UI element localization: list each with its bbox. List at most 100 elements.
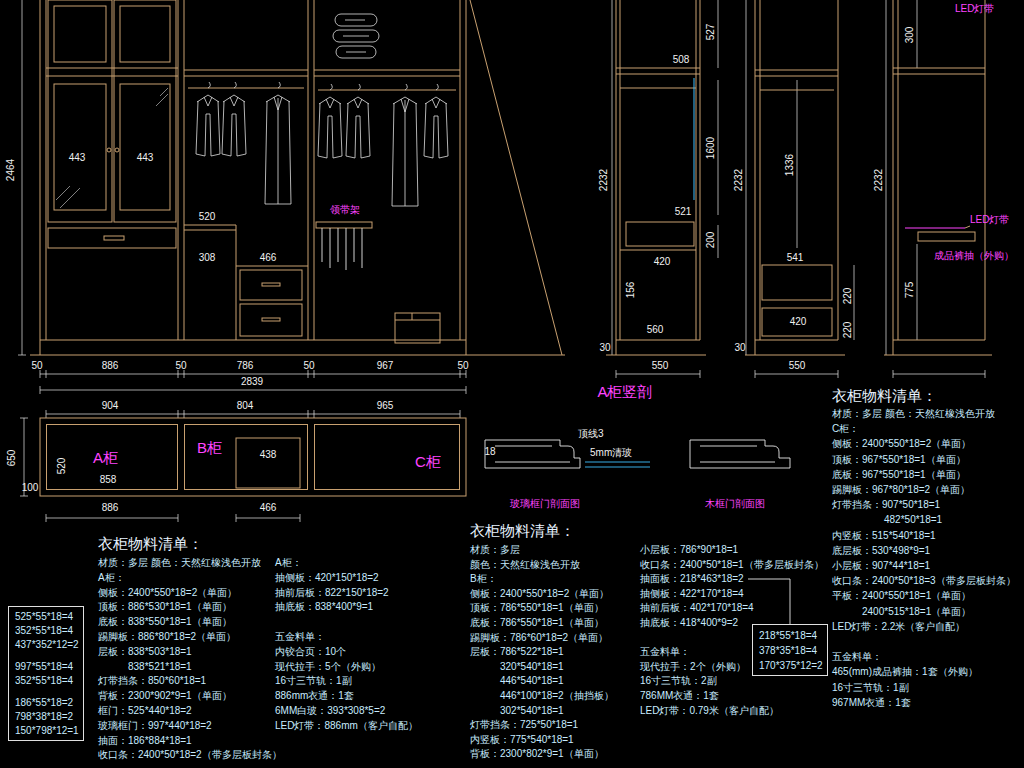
cut-list-line: 踢脚板：786*60*18=2（单面） xyxy=(470,632,608,644)
annotation-label: 玻璃框门剖面图 xyxy=(510,498,580,510)
cut-list-line: 798*38*18=2 xyxy=(15,711,73,723)
dimension-text: 18 xyxy=(484,446,495,458)
dimension-text: 156 xyxy=(625,282,637,299)
annotation-label: 成品裤抽（外购） xyxy=(934,250,1014,262)
cut-list-line: 踢脚板：967*80*18=2（单面） xyxy=(832,484,970,496)
cut-list-line: 838*521*18=1 xyxy=(128,661,192,673)
cut-list-line: 小层板：907*44*18=1 xyxy=(832,560,930,572)
cut-list-line: LED灯带：0.79米（客户自配） xyxy=(640,705,779,717)
cut-list-line: 颜色：天然红橡浅色开放 xyxy=(470,559,580,571)
cabinet-name: A柜 xyxy=(93,449,118,466)
dimension-text: 2232 xyxy=(733,169,745,191)
cut-list-line: 平板：2400*550*18=1（单面） xyxy=(832,590,971,602)
cut-list-line: 886mm衣通：1套 xyxy=(275,690,354,702)
cut-list-line: 抽底板：418*400*9=2 xyxy=(640,617,738,629)
cabinet-plan-box: B柜 xyxy=(184,424,308,490)
cut-list-line: 踢脚板：886*80*18=2（单面） xyxy=(98,631,236,643)
list-title: 衣柜物料清单： xyxy=(832,387,937,404)
cut-list-line: 五金料单： xyxy=(640,646,690,658)
cut-list-line: 446*540*18=1 xyxy=(500,675,564,687)
cabinet-plan-box: A柜 xyxy=(46,424,178,490)
dimension-text: 521 xyxy=(675,206,692,218)
dimension-text: 886 xyxy=(102,502,119,514)
dimension-text: 508 xyxy=(673,54,690,66)
cut-list-line: 材质：多层 颜色：天然红橡浅色开放 xyxy=(832,408,995,420)
cut-list-line: 内竖板：515*540*18=1 xyxy=(832,530,936,542)
dimension-lines xyxy=(18,0,985,522)
cut-list-line: 收口条：2400*50*18=1（带多层板封条） xyxy=(640,559,824,571)
cut-list-line: 465(mm)成品裤抽：1套（外购） xyxy=(832,666,978,678)
dimension-text: 527 xyxy=(705,24,717,41)
dimension-text: 550 xyxy=(789,360,806,372)
cut-list-line: 302*540*18=1 xyxy=(500,705,564,717)
cut-list-line: 底层板：530*498*9=1 xyxy=(832,545,930,557)
cut-list-line: LED灯带：2.2米（客户自配） xyxy=(832,621,965,633)
cut-list-line: LED灯带：886mm（客户自配） xyxy=(275,720,418,732)
dimension-text: 2232 xyxy=(598,169,610,191)
cut-list-line: 186*55*18=2 xyxy=(15,697,73,709)
cut-list-line: 446*100*18=2（抽挡板） xyxy=(500,690,614,702)
cut-list-line: 玻璃框门：997*440*18=2 xyxy=(98,720,212,732)
dimension-text: 30 xyxy=(599,342,610,354)
cut-list-line: 层板：786*522*18=1 xyxy=(470,646,564,658)
dimension-text: 50 xyxy=(303,360,314,372)
section-note: 5mm清玻 xyxy=(590,447,632,459)
cut-list-line: 320*540*18=1 xyxy=(500,661,564,673)
cut-list-line: A柜： xyxy=(98,572,125,584)
dimension-text: 965 xyxy=(377,400,394,412)
dimension-text: 200 xyxy=(705,232,717,249)
dimension-text: 420 xyxy=(790,316,807,328)
dimension-text: 967 xyxy=(377,360,394,372)
cut-list-line: C柜： xyxy=(832,423,859,435)
dimension-text: 2232 xyxy=(873,169,885,191)
cut-list-line: 五金料单： xyxy=(275,631,325,643)
annotation-label: 木框门剖面图 xyxy=(705,498,765,510)
cut-list-line: 997*55*18=4 xyxy=(15,661,73,673)
coat-figure xyxy=(392,84,418,206)
dimension-text: 1600 xyxy=(705,137,717,159)
shirt-figure xyxy=(222,82,246,156)
dimension-text: 1336 xyxy=(784,154,796,176)
cut-list-line: 小层板：786*90*18=1 xyxy=(640,544,738,556)
dimension-text: 50 xyxy=(457,360,468,372)
dimension-text: 2464 xyxy=(5,159,17,181)
cut-list-line: 525*55*18=4 xyxy=(15,611,73,623)
cabinet-name: C柜 xyxy=(415,453,441,470)
shirt-figure xyxy=(318,84,342,158)
cut-list-line: 收口条：2400*50*18=2（带多层板封条） xyxy=(98,749,282,761)
dimension-text: 438 xyxy=(260,449,277,461)
cut-list-line: 底板：838*550*18=1（单面） xyxy=(98,616,232,628)
list-title: 衣柜物料清单： xyxy=(98,535,203,552)
dimension-text: 466 xyxy=(260,502,277,514)
cut-list-line: 背板：2300*802*9=1（单面） xyxy=(470,748,604,760)
cut-list-line: 侧板：2400*550*18=2（单面） xyxy=(98,587,237,599)
dimension-text: 300 xyxy=(904,27,916,44)
cut-list-line: 抽前后板：402*170*18=4 xyxy=(640,602,754,614)
cut-list-line: 灯带挡条：725*50*18=1 xyxy=(470,719,578,731)
cut-list-line: 抽侧板：422*170*18=4 xyxy=(640,588,744,600)
cut-list-line: 侧板：2400*550*18=2（单面） xyxy=(832,438,971,450)
cut-list-line: 收口条：2400*50*18=3（带多层板封条） xyxy=(832,575,1016,587)
cut-list-line: 150*798*12=1 xyxy=(15,725,79,737)
section-title: A柜竖剖 xyxy=(597,383,652,400)
dimension-text: 220 xyxy=(842,322,854,339)
dimension-text: 420 xyxy=(654,256,671,268)
shirt-figure xyxy=(346,84,370,158)
wardrobe-elevation xyxy=(30,0,565,355)
cut-list-line: 抽侧板：420*150*18=2 xyxy=(275,572,379,584)
cut-list-line: 16寸三节轨：1副 xyxy=(832,682,909,694)
dimension-text: 786 xyxy=(237,360,254,372)
cut-list-line: 6MM白玻：393*308*5=2 xyxy=(275,705,385,717)
dimension-text: 443 xyxy=(69,152,86,164)
dimension-text: 804 xyxy=(237,400,254,412)
cut-list-line: 抽前后板：822*150*18=2 xyxy=(275,587,389,599)
cabinet-plan-box: C柜 xyxy=(314,424,460,490)
coat-figure xyxy=(265,82,291,204)
cut-list-line: 顶板：786*550*18=1（单面） xyxy=(470,602,604,614)
cut-list-line: 层板：838*503*18=1 xyxy=(98,646,192,658)
cut-list-line: A柜： xyxy=(275,557,302,569)
cut-list-line: 底板：786*550*18=1（单面） xyxy=(470,617,604,629)
annotation-label: LED灯带 xyxy=(955,3,994,15)
dimension-text: 2839 xyxy=(241,376,263,388)
wardrobe-plan xyxy=(40,418,466,496)
